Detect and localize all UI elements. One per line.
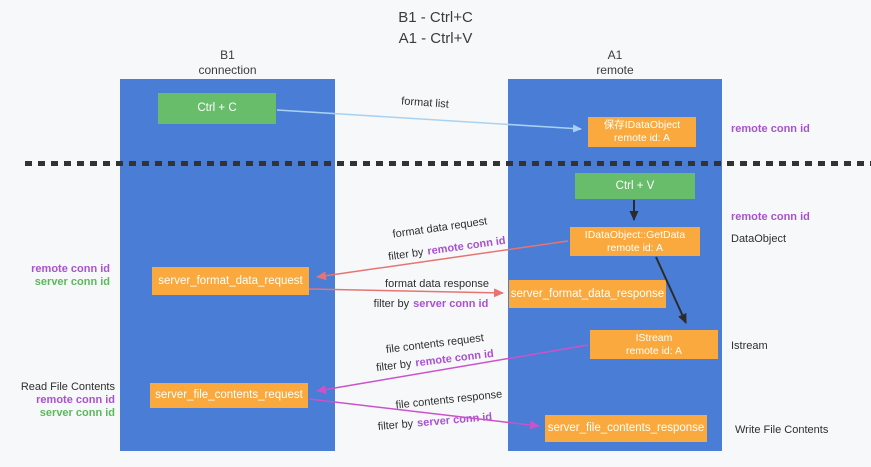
node-server-format-data-response: server_format_data_response — [509, 280, 666, 308]
left-remote-conn-id-top: remote conn id — [31, 263, 110, 275]
server-format-data-request-label: server_format_data_request — [158, 274, 303, 287]
server-format-data-response-label: server_format_data_response — [510, 287, 665, 300]
annotation-remote-conn-id-mid: remote conn id — [731, 211, 810, 223]
annotation-read-file-contents: Read File Contents remote conn id server… — [0, 381, 115, 420]
left-server-conn-id-top: server conn id — [34, 276, 110, 288]
ctrl-v-label: Ctrl + V — [615, 179, 655, 192]
title-line-2: A1 - Ctrl+V — [398, 30, 473, 47]
copy-paste-separator — [25, 161, 871, 166]
filter-by-text: filter by — [377, 417, 414, 433]
getdata-remote-id: remote id: A — [606, 241, 664, 254]
read-file-contents-label: Read File Contents — [20, 381, 115, 393]
b1-sublabel: connection — [198, 63, 257, 77]
annotation-remote-conn-id-top: remote conn id — [731, 123, 810, 135]
left-remote-conn-id-bottom: remote conn id — [36, 394, 115, 406]
node-ctrl-v: Ctrl + V — [575, 173, 695, 199]
label-file-contents-response: file contents response — [395, 388, 503, 412]
node-server-file-contents-response: server_file_contents_response — [545, 415, 707, 442]
remote-conn-id-emph: remote conn id — [426, 234, 507, 258]
server-file-contents-response-label: server_file_contents_response — [547, 422, 705, 434]
column-header-a1: A1 remote — [508, 48, 722, 78]
a1-label: A1 — [607, 48, 623, 62]
node-ctrl-c: Ctrl + C — [158, 93, 276, 124]
save-idataobject-label: 保存IDataObject — [603, 119, 681, 131]
server-conn-id-emph: server conn id — [416, 411, 493, 430]
server-conn-id-emph: server conn id — [413, 298, 489, 310]
annotation-istream: Istream — [731, 340, 768, 352]
getdata-label: IDataObject::GetData — [584, 228, 686, 241]
diagram-title: B1 - Ctrl+C A1 - Ctrl+V — [0, 7, 871, 49]
node-save-idataobject: 保存IDataObject remote id: A — [588, 117, 696, 147]
label-format-list: format list — [400, 95, 450, 111]
annotation-dataobject: DataObject — [731, 233, 787, 245]
node-idataobject-getdata: IDataObject::GetData remote id: A — [570, 227, 700, 256]
title-line-1: B1 - Ctrl+C — [398, 9, 473, 26]
node-istream: IStream remote id: A — [590, 330, 718, 359]
istream-label: IStream — [635, 331, 673, 344]
column-header-b1: B1 connection — [120, 48, 335, 78]
server-file-contents-request-label: server_file_contents_request — [155, 389, 303, 401]
filter-by-text: filter by — [387, 246, 425, 264]
istream-remote-id: remote id: A — [625, 344, 683, 357]
a1-sublabel: remote — [596, 63, 634, 77]
filter-by-text: filter by — [375, 357, 413, 375]
ctrl-c-label: Ctrl + C — [197, 102, 237, 114]
left-server-conn-id-bottom: server conn id — [39, 407, 115, 419]
node-server-file-contents-request: server_file_contents_request — [150, 383, 308, 408]
annotation-left-conn-ids-top: remote conn id server conn id — [0, 263, 110, 289]
annotation-write-file-contents: Write File Contents — [735, 424, 829, 436]
b1-label: B1 — [220, 48, 235, 62]
filter-by-text: filter by — [373, 298, 410, 310]
save-idataobject-remote-id: remote id: A — [613, 132, 671, 144]
node-server-format-data-request: server_format_data_request — [152, 267, 309, 295]
label-format-data-response: format data response — [385, 278, 489, 290]
